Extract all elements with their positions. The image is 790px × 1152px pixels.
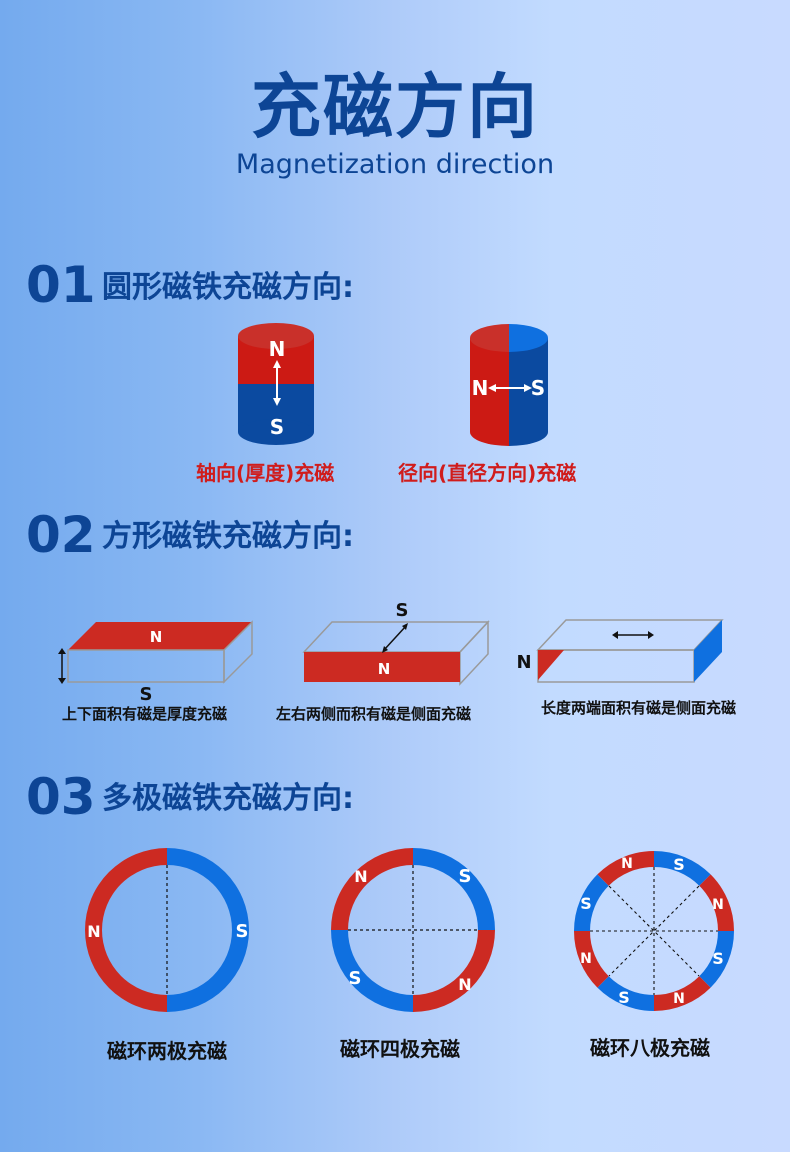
pole-label-n: N bbox=[516, 652, 531, 673]
pole-label-s: S bbox=[270, 415, 284, 439]
section-title-02: 方形磁铁充磁方向: bbox=[102, 519, 354, 554]
pole-label-s: S bbox=[140, 684, 153, 704]
block-length-icon: N bbox=[516, 619, 724, 683]
ring-four-pole-caption: 磁环四极充磁 bbox=[340, 1037, 460, 1061]
axial-cylinder-icon: N S bbox=[238, 323, 314, 445]
pole-label-s: S bbox=[396, 600, 409, 621]
section-number-01: 01 bbox=[26, 256, 96, 314]
pole-label-s: S bbox=[618, 988, 630, 1007]
block-side-icon: S N bbox=[302, 600, 490, 686]
section-title-01: 圆形磁铁充磁方向: bbox=[102, 270, 354, 305]
pole-label-n: N bbox=[378, 660, 391, 678]
pole-label-n: N bbox=[580, 951, 592, 967]
page-subtitle: Magnetization direction bbox=[235, 149, 555, 180]
page-title: 充磁方向 bbox=[251, 66, 539, 148]
ring-two-pole-caption: 磁环两极充磁 bbox=[107, 1039, 227, 1063]
block-length-caption: 长度两端面积有磁是侧面充磁 bbox=[541, 699, 737, 717]
block-thickness-icon: N S bbox=[58, 620, 253, 704]
pole-label-s: S bbox=[236, 921, 249, 942]
pole-label-s: S bbox=[712, 949, 724, 968]
radial-cylinder-icon: N S bbox=[470, 324, 548, 446]
ring-two-pole-icon: N S bbox=[85, 848, 249, 1012]
pole-label-n: N bbox=[458, 975, 471, 994]
ring-eight-pole-caption: 磁环八极充磁 bbox=[590, 1036, 710, 1060]
section-title-03: 多极磁铁充磁方向: bbox=[102, 781, 354, 816]
pole-label-s: S bbox=[580, 894, 592, 913]
pole-label-s: S bbox=[531, 376, 545, 400]
pole-label-n: N bbox=[354, 867, 367, 886]
section-number-02: 02 bbox=[26, 506, 96, 564]
pole-label-n: N bbox=[712, 897, 724, 913]
pole-label-n: N bbox=[150, 628, 163, 646]
ring-four-pole-icon: N S N S bbox=[331, 848, 495, 1012]
pole-label-n: N bbox=[621, 856, 633, 872]
pole-label-s: S bbox=[673, 855, 685, 874]
block-thickness-caption: 上下面积有磁是厚度充磁 bbox=[62, 705, 228, 723]
radial-caption: 径向(直径方向)充磁 bbox=[398, 461, 577, 485]
pole-label-n: N bbox=[87, 922, 100, 941]
pole-label-n: N bbox=[472, 376, 489, 400]
pole-label-n: N bbox=[673, 991, 685, 1007]
pole-label-n: N bbox=[269, 337, 286, 361]
section-number-03: 03 bbox=[26, 768, 96, 826]
pole-label-s: S bbox=[459, 866, 472, 887]
pole-label-s: S bbox=[349, 968, 362, 989]
axial-caption: 轴向(厚度)充磁 bbox=[196, 461, 335, 485]
block-side-caption: 左右两侧而积有磁是侧面充磁 bbox=[276, 705, 472, 723]
ring-eight-pole-icon: N S N S N S N S bbox=[574, 851, 734, 1011]
